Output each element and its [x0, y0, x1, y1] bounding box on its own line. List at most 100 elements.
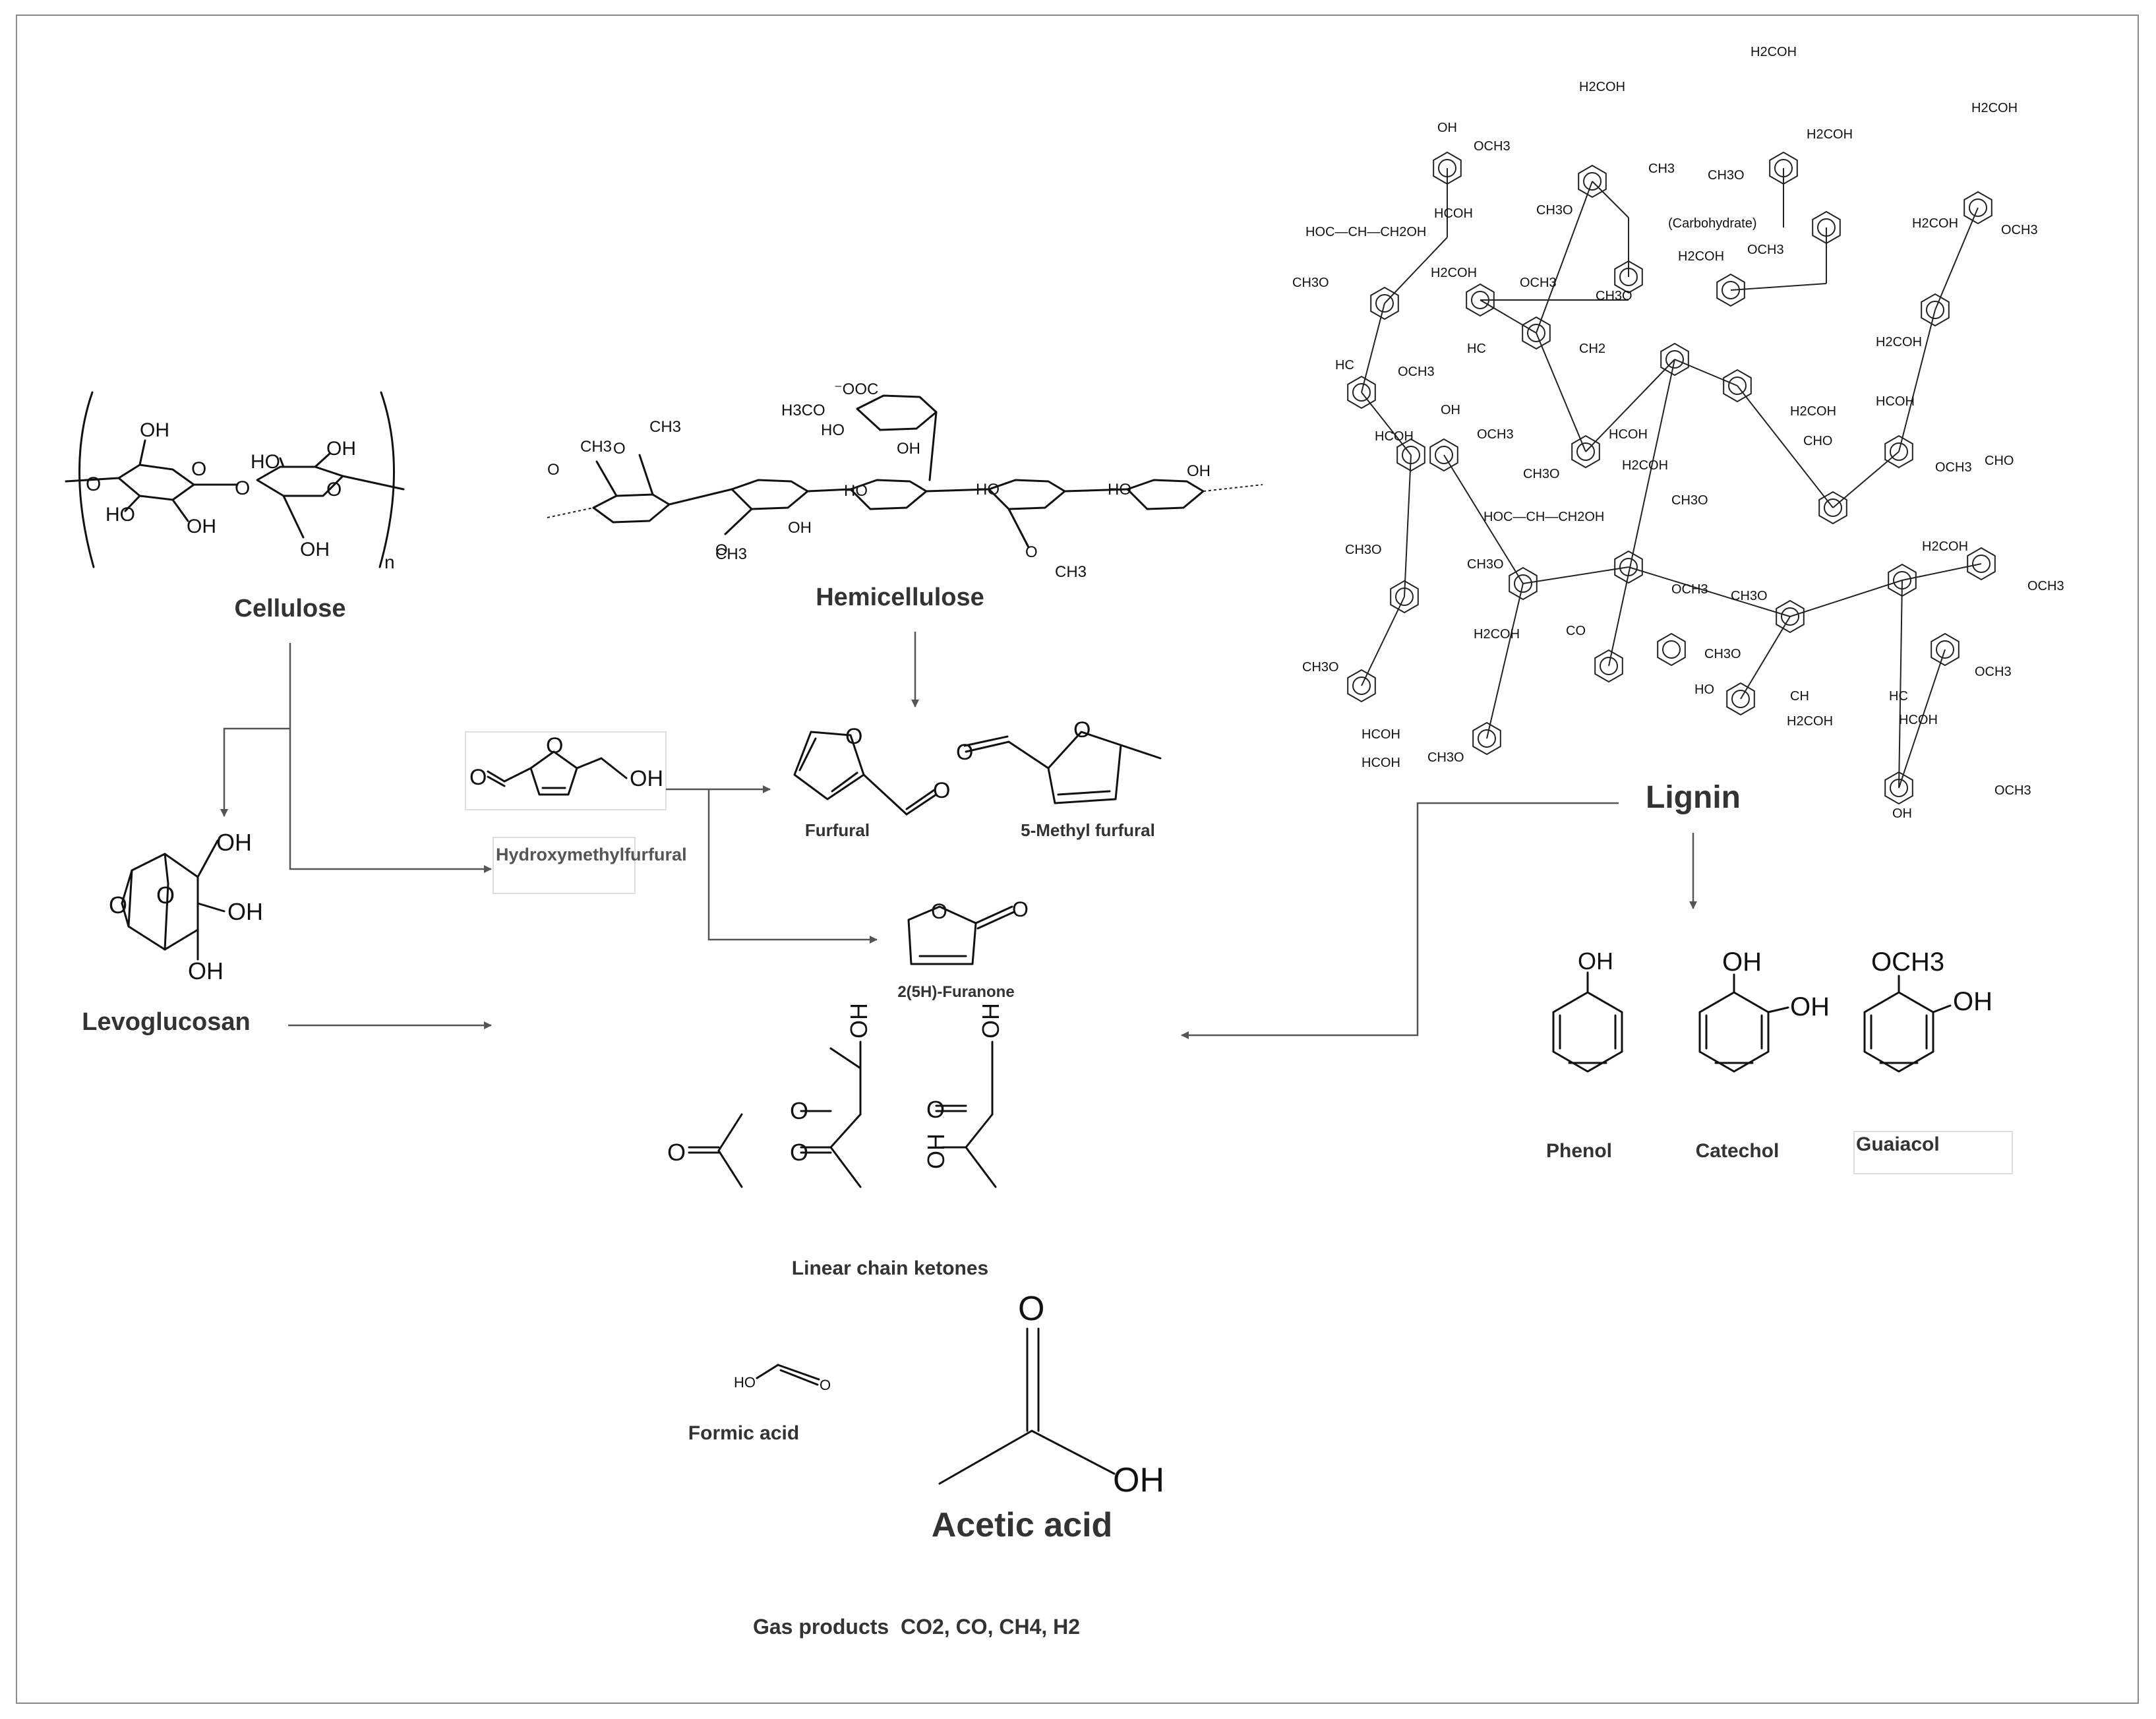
lig-label-19: OCH3 — [1747, 243, 1784, 257]
lig-label-35: H2COH — [1622, 458, 1668, 473]
furanone-label: 2(5H)-Furanone — [897, 983, 1014, 1001]
acetic-acid-label: Acetic acid — [932, 1506, 1113, 1544]
lig-label-24: OCH3 — [1398, 365, 1435, 379]
furanone-structure: O O — [907, 897, 1029, 965]
lignin-ring — [1614, 260, 1643, 294]
lig-label-6: H2COH — [1807, 127, 1853, 142]
guaiacol-label: Guaiacol — [1856, 1133, 1940, 1155]
lignin-ring-aromatic — [1600, 657, 1618, 675]
hemi-acetyl-ch3-1: CH3 — [580, 438, 612, 456]
lig-label-1: H2COH — [1751, 45, 1797, 59]
hemi-h3co: H3CO — [781, 402, 825, 419]
lig-label-46: H2COH — [1474, 627, 1520, 642]
lignin-bond — [1832, 451, 1900, 508]
levoglucosan-structure: O O OH OH OH — [109, 829, 263, 984]
hemi-ho-2: HO — [821, 421, 845, 439]
lignin-ring — [1921, 293, 1950, 327]
lignin-bond — [1361, 392, 1412, 456]
lignin-bond — [1384, 237, 1448, 304]
lig-label-42: H2COH — [1922, 539, 1968, 554]
lignin-ring — [1723, 369, 1752, 403]
levo-o-bridge: O — [156, 882, 175, 909]
lig-label-40: CH3O — [1467, 557, 1504, 572]
lignin-structure: H2COH H2COH H2COH OH OCH3 H2COH CH3O CH3… — [1292, 45, 2064, 821]
catechol-label: Catechol — [1696, 1140, 1780, 1162]
lignin-ring — [1594, 649, 1623, 683]
cellulose-bridge-o: O — [235, 477, 250, 499]
guaiacol-oh: OH — [1953, 987, 1992, 1016]
catechol-structure: OH OH — [1698, 948, 1830, 1073]
hemi-acetyl-ch3-3: CH3 — [715, 545, 747, 563]
hemi-ho-1: HO — [844, 482, 868, 500]
lig-label-18: H2COH — [1678, 249, 1724, 264]
cellulose-ring2-o: O — [326, 479, 342, 500]
guaiacol-structure: OCH3 OH — [1863, 948, 1992, 1073]
catechol-oh-1: OH — [1722, 948, 1762, 977]
lig-label-33: CHO — [1985, 454, 2014, 468]
hydroxybutyric-oh-side: OH — [922, 1133, 949, 1169]
hemi-acetyl-o4: O — [1025, 543, 1038, 561]
hemi-acetyl-ch3-4: CH3 — [1055, 563, 1087, 581]
lig-label-7: CH3O — [1708, 168, 1745, 183]
lignin-ring — [1466, 283, 1495, 317]
gas-products-label: Gas products CO2, CO, CH4, H2 — [753, 1615, 1080, 1639]
lignin-bond — [1522, 566, 1629, 584]
lig-label-8: CH3 — [1648, 162, 1675, 176]
lignin-bond — [1585, 359, 1675, 452]
lig-label-37: CH3O — [1671, 493, 1708, 508]
hemi-ooc: ⁻OOC — [834, 380, 878, 398]
lig-label-52: HO — [1694, 682, 1714, 697]
lignin-ring — [1509, 566, 1538, 601]
lignin-label: Lignin — [1646, 780, 1741, 815]
cellulose-oh-low: OH — [300, 539, 330, 560]
lignin-ring-aromatic — [1665, 350, 1684, 369]
lignin-ring-aromatic — [1375, 294, 1394, 313]
lig-label-11: HCOH — [1434, 206, 1473, 221]
methylfurfural-aldehyde-o: O — [956, 740, 973, 765]
lignin-bond — [1404, 454, 1412, 597]
furfural-aldehyde-o: O — [933, 778, 950, 803]
lignin-bond — [1480, 299, 1537, 334]
formic-acid-structure: HO O — [734, 1364, 831, 1393]
lignin-ring-aromatic — [1731, 690, 1750, 708]
hemicellulose-label: Hemicellulose — [816, 584, 984, 611]
lignin-bond — [1361, 303, 1385, 393]
lignin-ring-aromatic — [1936, 640, 1954, 659]
lignin-ring — [1657, 632, 1686, 667]
phenol-oh: OH — [1578, 948, 1613, 975]
guaiacol-och3: OCH3 — [1871, 948, 1944, 977]
lig-label-30: OCH3 — [1477, 427, 1514, 442]
lignin-ring — [1818, 491, 1847, 525]
lignin-bond — [1730, 283, 1827, 291]
hemi-oh-3: OH — [1187, 462, 1211, 480]
lig-label-34: CH3O — [1523, 467, 1560, 481]
lignin-bond — [1898, 580, 1903, 789]
acetic-o: O — [1018, 1290, 1044, 1328]
lig-label-29: OH — [1441, 403, 1460, 417]
lignin-ring — [1660, 342, 1689, 377]
phenol-label: Phenol — [1546, 1140, 1612, 1162]
lignin-bond — [1628, 566, 1791, 617]
methyl-furfural-structure: O O — [956, 717, 1162, 804]
lig-label-59: HCOH — [1362, 756, 1400, 770]
formic-acid-label: Formic acid — [688, 1422, 799, 1444]
lignin-bond — [1536, 332, 1586, 452]
hmf-label: Hydroxymethylfurfural — [496, 845, 687, 864]
arrow-lignin-products — [1181, 802, 1619, 1039]
acetoacetic-oh: OH — [845, 1003, 872, 1039]
hemicellulose-structure: O CH3 O CH3 O CH3 OH HO H3CO ⁻OOC HO OH … — [547, 380, 1263, 581]
acetoacetic-o-ketone: O — [790, 1139, 808, 1166]
lignin-bond — [1536, 181, 1593, 334]
cellulose-ho-mid: HO — [251, 451, 280, 473]
lignin-bond — [1361, 596, 1405, 686]
lig-label-45: OCH3 — [2027, 579, 2064, 593]
arrow-cellulose-levoglucosan — [220, 643, 291, 817]
lignin-ring — [1884, 435, 1913, 469]
lignin-bond — [1898, 309, 1936, 452]
lignin-ring — [1931, 632, 1960, 667]
lig-label-56: H2COH — [1787, 714, 1833, 729]
lig-label-14: OCH3 — [1520, 276, 1557, 290]
lig-label-23: HC — [1335, 358, 1354, 373]
lignin-ring — [1429, 438, 1458, 472]
methylfurfural-ring-o: O — [1073, 717, 1091, 742]
